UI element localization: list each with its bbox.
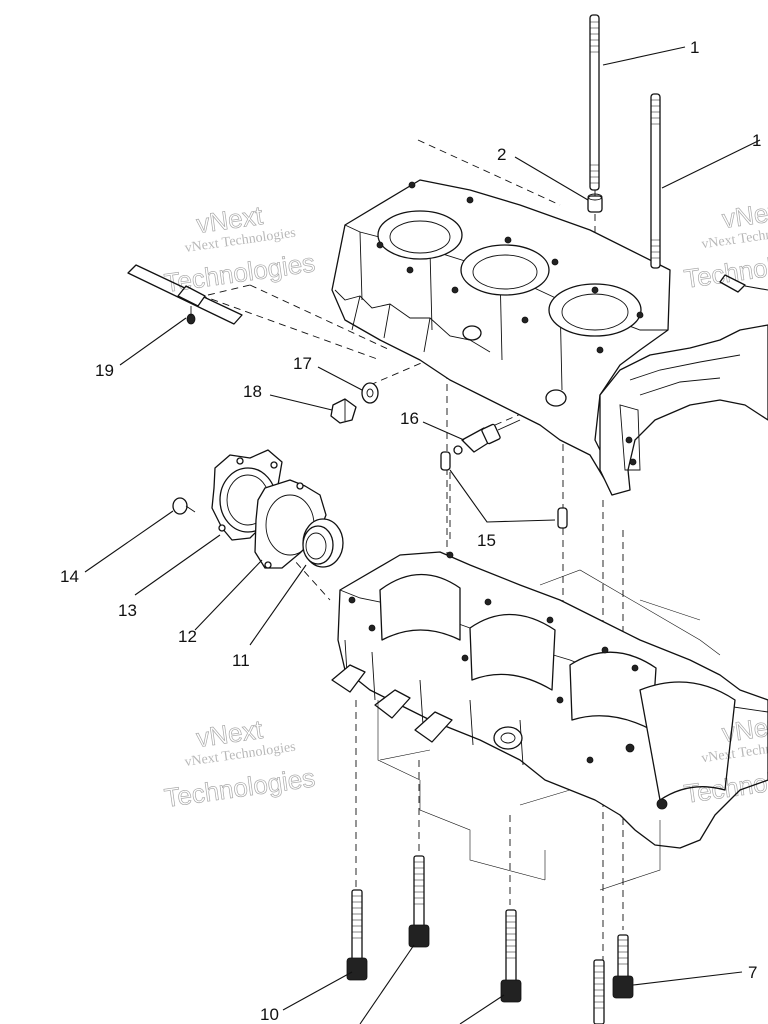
leader-lines (84, 46, 761, 1024)
watermark-top-left: vNext vNext Technologies Technologies (162, 200, 317, 299)
callout-7: 7 (748, 963, 757, 982)
bolt-10 (346, 889, 368, 981)
callout-18: 18 (243, 382, 262, 401)
callout-17: 17 (293, 354, 312, 373)
callout-15: 15 (477, 531, 496, 550)
plug-18 (330, 398, 357, 424)
callout-2: 2 (497, 145, 506, 164)
lower-crankcase (331, 551, 768, 891)
pipe-clamp-19 (127, 264, 243, 325)
bolt-b (408, 855, 430, 948)
callout-13: 13 (118, 601, 137, 620)
callout-labels: 1 1 2 7 10 11 12 13 14 15 16 17 18 19 (60, 38, 761, 1024)
callout-1a: 1 (690, 38, 699, 57)
stud-long-1 (589, 14, 600, 191)
callout-12: 12 (178, 627, 197, 646)
fitting-16 (453, 419, 521, 455)
bolt-c (500, 909, 522, 1003)
stud-bottom (593, 959, 605, 1024)
bolt-14 (172, 497, 196, 515)
dowel-pin-15a (440, 451, 451, 471)
bolt-7 (612, 934, 634, 999)
washer-17 (361, 382, 379, 404)
callout-14: 14 (60, 567, 79, 586)
dowel-pin-15b (557, 507, 568, 529)
callout-11: 11 (232, 651, 250, 670)
stud-long-2 (650, 93, 661, 269)
watermark-technologies: Technologies (682, 243, 768, 294)
upper-crankcase (331, 179, 768, 496)
callout-1b: 1 (752, 131, 761, 150)
watermark-top-right: vNext vNext Technologies Technologies (682, 195, 768, 295)
callout-16: 16 (400, 409, 419, 428)
oil-seal-11 (302, 518, 344, 568)
callout-10: 10 (260, 1005, 279, 1024)
gasket-12 (254, 479, 327, 569)
callout-19: 19 (95, 361, 114, 380)
watermark-bottom-left: vNext vNext Technologies Technologies (162, 714, 317, 814)
nut-2 (587, 193, 603, 213)
